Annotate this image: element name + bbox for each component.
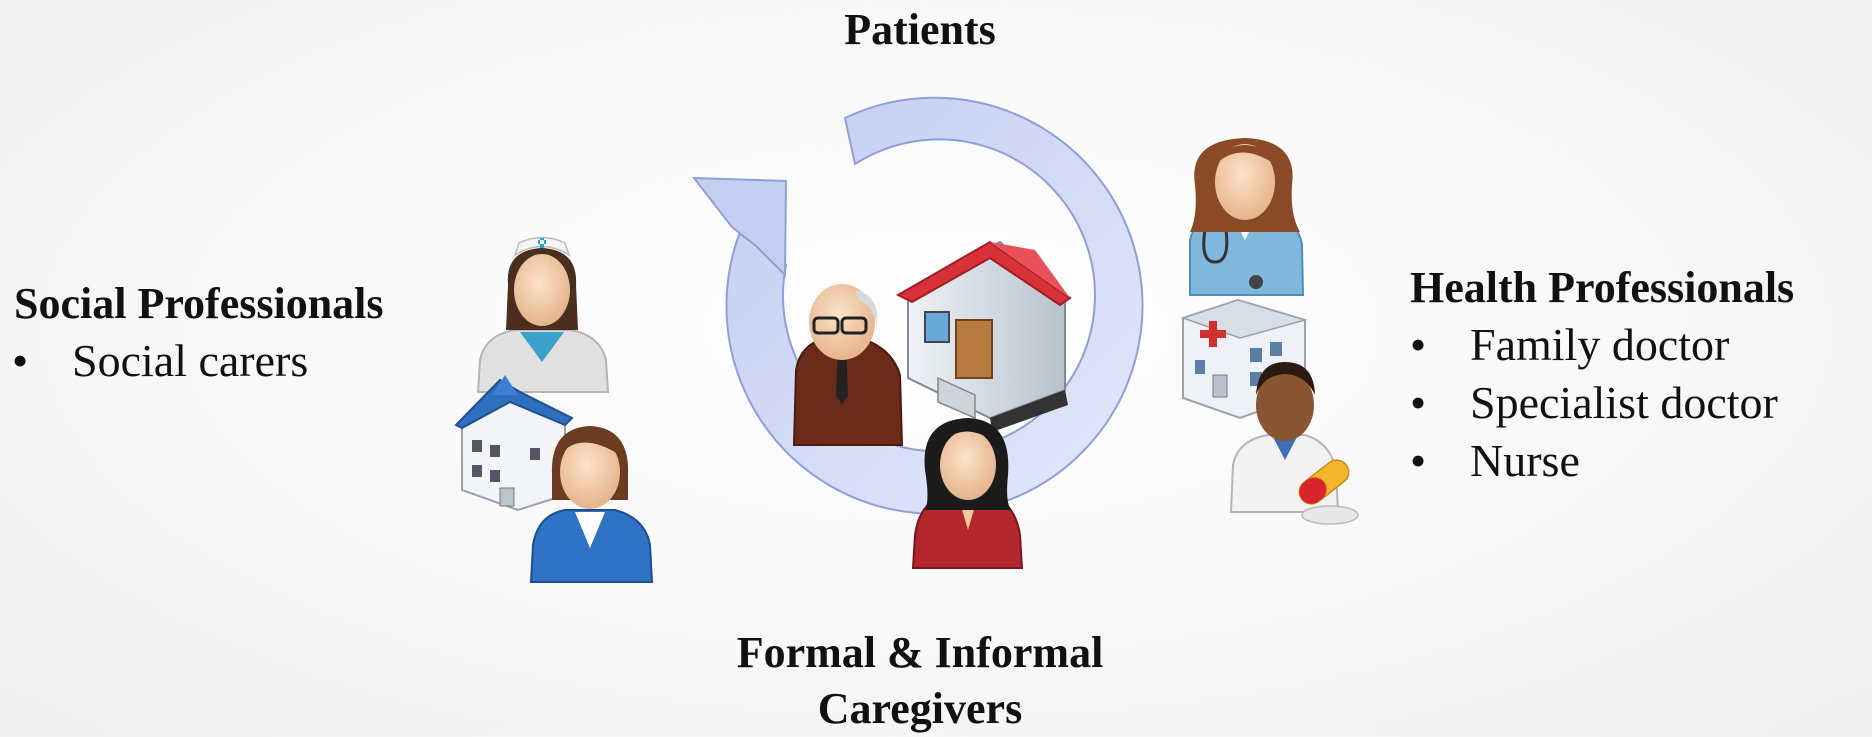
list-item: •Specialist doctor <box>1410 374 1778 432</box>
bullet-icon: • <box>1410 377 1427 428</box>
health-professionals-title: Health Professionals <box>1410 263 1795 312</box>
woman-caregiver-icon <box>911 418 1024 569</box>
female-doctor-icon <box>1189 138 1305 296</box>
social-building-icon <box>454 375 574 512</box>
bullet-icon: • <box>12 335 29 386</box>
social-professionals-title: Social Professionals <box>14 279 384 328</box>
caregivers-label: Formal & Informal Caregivers <box>0 625 1840 737</box>
bullet-icon: • <box>1410 435 1427 486</box>
caregivers-label-line2: Caregivers <box>817 684 1023 733</box>
house-icon <box>895 240 1072 432</box>
health-professionals-list: •Family doctor •Specialist doctor •Nurse <box>1410 316 1778 490</box>
social-professionals-list: •Social carers <box>12 332 308 390</box>
list-item: •Family doctor <box>1410 316 1778 374</box>
cycle-arrow-head-icon <box>691 176 788 278</box>
businesswoman-icon <box>529 426 654 583</box>
list-item: •Nurse <box>1410 432 1778 490</box>
male-doctor-icon <box>1229 362 1359 525</box>
nurse-icon <box>476 236 610 393</box>
bullet-icon: • <box>1410 319 1427 370</box>
list-item: •Social carers <box>12 332 308 390</box>
patients-label: Patients <box>844 5 996 54</box>
caregivers-label-line1: Formal & Informal <box>736 628 1104 677</box>
elderly-man-icon <box>792 284 904 446</box>
